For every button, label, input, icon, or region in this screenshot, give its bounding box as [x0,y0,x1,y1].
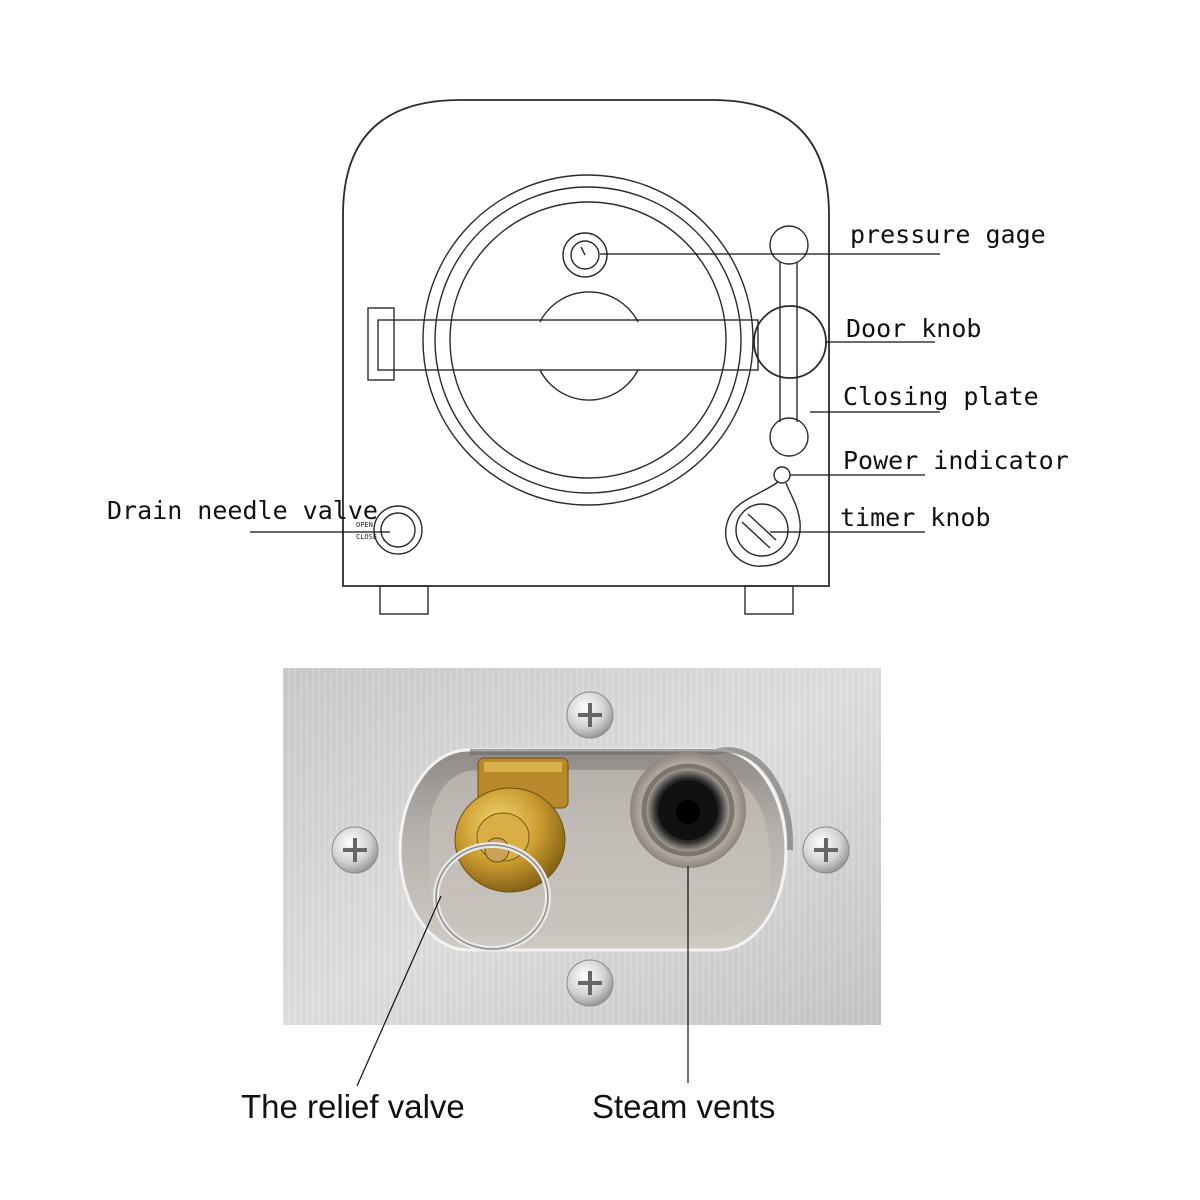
label-pressure-gage: pressure gage [850,220,1046,249]
autoclave-body [342,99,830,587]
right-foot [744,585,794,615]
label-relief-valve: The relief valve [241,1088,465,1125]
power-indicator [773,466,791,484]
door-knob [753,305,827,379]
door-center-hub [539,291,639,401]
label-closing-plate: Closing plate [843,382,1039,411]
closing-plate-bottom-cap [769,417,809,457]
door-outer-ring [422,174,754,506]
label-timer-knob: timer knob [840,503,991,532]
drain-needle-valve [380,512,416,548]
door-middle-ring [434,186,742,494]
timer-knob-housing [725,481,801,567]
valve-photo [283,668,881,1025]
screw-top [566,691,614,739]
pressure-gage-icon [570,240,600,270]
left-foot [379,585,429,615]
label-door-knob: Door knob [846,314,981,343]
steam-vent [630,752,746,868]
closing-plate-top-cap [769,225,809,265]
label-steam-vents: Steam vents [592,1088,775,1125]
door-bracket [367,307,395,381]
screw-left [331,826,379,874]
door-bar [377,319,759,371]
label-drain-needle-valve: Drain needle valve [107,496,378,525]
screw-right [802,826,850,874]
label-power-indicator: Power indicator [843,446,1069,475]
leader-relief-valve [356,895,442,1087]
door-inner-ring [449,201,727,479]
valve-close-text: CLOSE [356,533,377,541]
relief-valve [433,757,569,952]
screw-bottom [566,959,614,1007]
timer-knob [735,503,789,557]
drain-needle-valve-outer [373,505,423,555]
closing-plate [779,262,798,422]
valve-open-text: OPEN [356,521,373,529]
pressure-gage-outer [562,232,608,278]
autoclave-line-drawing: OPEN CLOSE pressure gage Door knob Closi… [107,99,1069,615]
